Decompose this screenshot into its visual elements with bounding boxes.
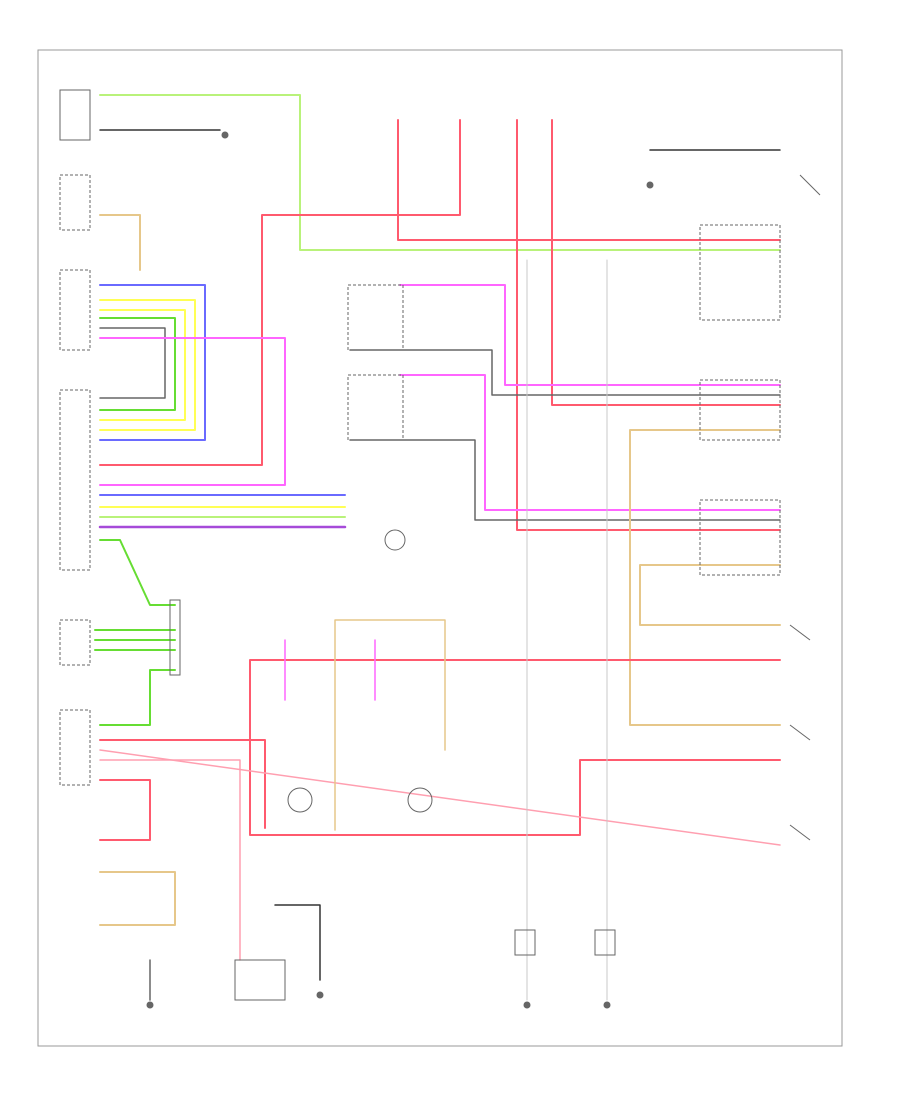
- motor-right: [407, 787, 433, 813]
- motor-left: [287, 787, 313, 813]
- diagram-border: [37, 49, 843, 1047]
- ground-left-bottom: [146, 1001, 154, 1009]
- wire-pink-bottom: [99, 749, 781, 846]
- wire-magenta-switch: [284, 639, 376, 701]
- wire-red-fuse-right: [551, 119, 781, 406]
- light-right-bottom: [594, 929, 616, 956]
- wire-green-top: [99, 94, 781, 251]
- grid-connector-left: [169, 599, 181, 676]
- switch-arm-right-two: [789, 724, 811, 741]
- wire-tan-right-two: [639, 564, 781, 626]
- switch-arm-top-right: [799, 174, 821, 196]
- wire-tan-upper: [99, 214, 141, 271]
- component-layer: [59, 89, 821, 1009]
- relay-bottom: [234, 959, 286, 1001]
- module-right-top: [699, 224, 781, 321]
- connector-block-upper: [59, 174, 91, 231]
- wire-red-loop-bottom-two: [99, 739, 266, 829]
- ground-right-bottom: [603, 1001, 611, 1009]
- control-module-left: [59, 389, 91, 571]
- wire-red-fuse-mid: [516, 119, 781, 531]
- wire-tan-switch: [334, 619, 446, 831]
- wire-gray-relay-two: [349, 439, 781, 521]
- connector-block-mid: [59, 269, 91, 351]
- wire-red-loop-bottom: [249, 659, 781, 836]
- light-left-bottom: [514, 929, 536, 956]
- connector-block-top-left: [59, 89, 91, 141]
- wire-green-cluster: [94, 629, 176, 651]
- control-module-bottom: [59, 709, 91, 786]
- wire-green-bottom: [99, 669, 176, 726]
- wire-yellow-loop-inner: [99, 309, 186, 421]
- switch-arm-right-one: [789, 624, 811, 641]
- wire-magenta-right: [399, 374, 781, 511]
- ground-top-right: [646, 181, 654, 189]
- wire-gray-relay: [349, 349, 781, 396]
- wire-gray-vert-right: [526, 259, 608, 1001]
- module-right-mid: [699, 379, 781, 441]
- wire-magenta-top-right: [399, 284, 781, 386]
- switch-center: [384, 529, 406, 551]
- wire-green-left-down: [99, 539, 176, 606]
- switch-arm-right-three: [789, 824, 811, 841]
- wire-pink-down: [99, 759, 241, 961]
- ground-top-left: [221, 131, 229, 139]
- wire-red-fuse-left: [99, 119, 461, 466]
- wire-green-loop: [99, 317, 176, 411]
- wire-red-top: [397, 119, 781, 241]
- ground-center-bottom: [523, 1001, 531, 1009]
- relay-lower: [347, 374, 404, 441]
- relay-upper: [347, 284, 404, 351]
- wire-yellow-loop: [99, 299, 196, 431]
- module-right-lower: [699, 499, 781, 576]
- wire-gray-loop: [99, 327, 166, 399]
- wire-magenta-left: [99, 337, 286, 486]
- wire-tan-right: [629, 429, 781, 726]
- wire-red-lower-left: [99, 779, 151, 841]
- wire-blue-loop: [99, 284, 206, 441]
- control-module-lower: [59, 619, 91, 666]
- wire-tan-lower-left: [99, 871, 176, 926]
- wire-layer: [94, 94, 781, 1001]
- wire-gray-relay-bottom: [274, 904, 321, 981]
- ground-mid-bottom: [316, 991, 324, 999]
